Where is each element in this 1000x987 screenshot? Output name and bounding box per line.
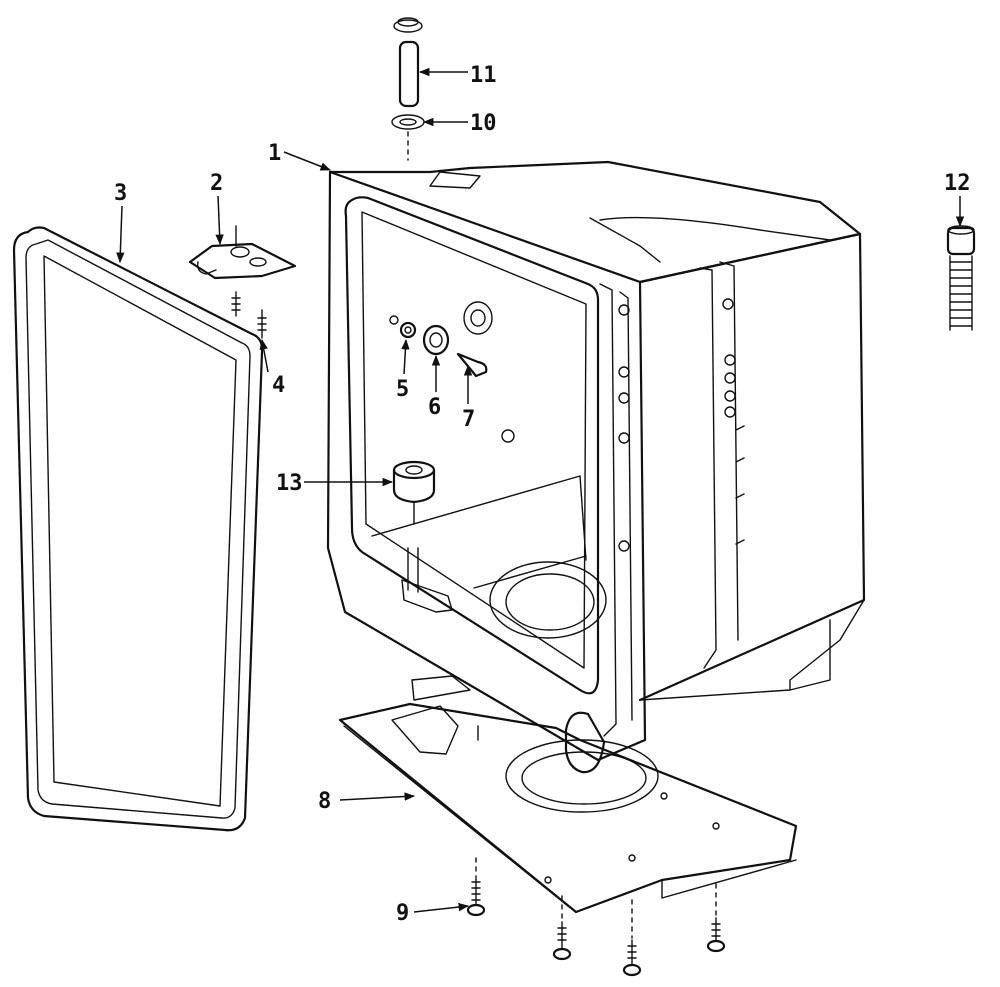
callout-7: 7 <box>462 407 475 432</box>
callout-11: 11 <box>470 63 497 88</box>
hinge-bracket <box>188 225 297 280</box>
callout-1: 1 <box>268 141 281 166</box>
base-plate <box>338 675 798 914</box>
top-fitting-tube <box>391 17 425 130</box>
assembly-guides <box>407 131 717 939</box>
grommet-fitting <box>422 301 493 356</box>
callout-2: 2 <box>210 171 223 196</box>
callout-9: 9 <box>396 901 409 926</box>
leader-lines <box>116 67 965 913</box>
callout-12: 12 <box>944 171 971 196</box>
tub-assembly <box>326 160 866 762</box>
callout-4: 4 <box>272 373 285 398</box>
float-assembly <box>392 460 436 525</box>
callout-13: 13 <box>276 471 303 496</box>
callout-6: 6 <box>428 395 441 420</box>
callout-5: 5 <box>396 377 409 402</box>
callout-10: 10 <box>470 111 497 136</box>
callout-8: 8 <box>318 789 331 814</box>
screw-fitting <box>456 352 488 378</box>
callout-3: 3 <box>114 181 127 206</box>
spring-fitting <box>946 225 976 331</box>
screw-pair <box>231 291 267 339</box>
base-screws <box>466 875 726 977</box>
callout-labels: 1 2 3 4 5 6 7 8 9 10 11 12 13 <box>114 63 971 926</box>
washer-fitting <box>389 315 417 339</box>
door-gasket <box>12 226 264 832</box>
